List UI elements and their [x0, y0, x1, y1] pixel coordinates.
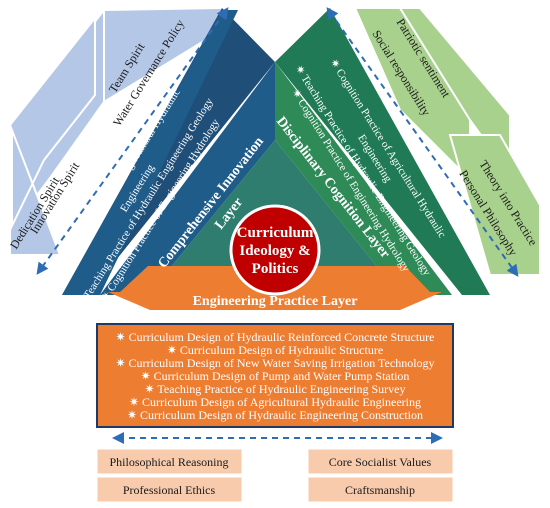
- course-list: ✷ Curriculum Design of Hydraulic Reinfor…: [115, 330, 434, 422]
- value-philosophical: Philosophical Reasoning: [110, 455, 229, 469]
- course-item-6: ✷ Curriculum Design of Agricultural Hydr…: [129, 395, 421, 409]
- value-craftsmanship: Craftsmanship: [345, 483, 415, 497]
- value-box-core-socialist: [307, 448, 454, 475]
- course-item-1: ✷ Curriculum Design of Hydraulic Reinfor…: [116, 330, 435, 344]
- right-dashed-arrow: [326, 7, 519, 277]
- left-dashed-arrow: [36, 7, 229, 275]
- value-ethics: Professional Ethics: [123, 483, 216, 497]
- engineering-practice-layer-bg: [108, 292, 442, 310]
- engineering-practice-title: Engineering Practice Layer: [193, 294, 358, 309]
- course-item-7: ✷ Curriculum Design of Hydraulic Enginee…: [127, 408, 423, 422]
- value-core-socialist: Core Socialist Values: [329, 455, 432, 469]
- center-line-3: Politics: [252, 261, 299, 277]
- course-item-2: ✷ Curriculum Design of Hydraulic Structu…: [167, 343, 383, 357]
- value-box-craftsmanship: [307, 476, 454, 503]
- course-design-box: [96, 323, 454, 428]
- center-circle: [229, 204, 321, 296]
- course-item-5: ✷ Teaching Practice of Hydraulic Enginee…: [145, 382, 406, 396]
- center-line-2: Ideology &: [239, 243, 310, 259]
- value-box-ethics: [96, 476, 243, 503]
- value-box-philosophical: [96, 448, 243, 475]
- course-item-3: ✷ Curriculum Design of New Water Saving …: [115, 356, 434, 370]
- course-item-4: ✷ Curriculum Design of Pump and Water Pu…: [141, 369, 410, 383]
- center-line-1: Curriculum: [237, 225, 314, 241]
